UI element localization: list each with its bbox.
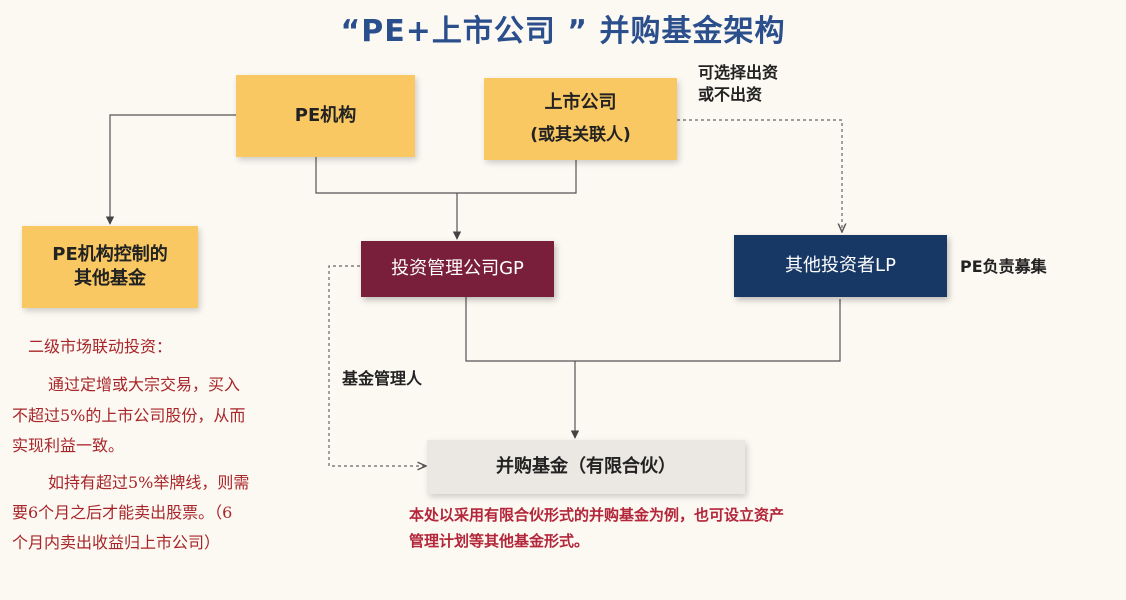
pe-to-other-fund-line bbox=[105, 114, 236, 225]
pe-other-fund-box: PE机构控制的 其他基金 bbox=[22, 226, 198, 308]
fund-form-note: 本处以采用有限合伙形式的并购基金为例，也可设立资产 管理计划等其他基金形式。 bbox=[409, 503, 849, 554]
diagram-title: “PE+上市公司 ” 并购基金架构 bbox=[340, 14, 786, 49]
optional-contribution-note: 可选择出资 或不出资 bbox=[698, 62, 778, 105]
secondary-market-para2-line2: 要6个月之后才能卖出股票。（6 bbox=[12, 502, 233, 522]
secondary-market-para1-line1: 通过定增或大宗交易，买入 bbox=[48, 375, 241, 395]
pe-other-fund-label2: 其他基金 bbox=[74, 268, 146, 289]
optional-contribution-line1: 可选择出资 bbox=[698, 63, 779, 82]
optional-contribution-line2: 或不出资 bbox=[698, 84, 763, 104]
gp-box: 投资管理公司GP bbox=[361, 241, 554, 297]
lp-label: 其他投资者LP bbox=[785, 254, 896, 276]
listed-company-sublabel: (或其关联人) bbox=[530, 124, 631, 145]
fund-form-note-line2: 管理计划等其他基金形式。 bbox=[409, 531, 590, 550]
lp-box: 其他投资者LP bbox=[734, 235, 947, 297]
listed-company-box: 上市公司 (或其关联人) bbox=[484, 78, 677, 160]
pe-other-fund-label1: PE机构控制的 bbox=[52, 243, 168, 265]
secondary-market-para2-line3: 个月内卖出收益归上市公司） bbox=[12, 533, 221, 553]
fund-form-note-line1: 本处以采用有限合伙形式的并购基金为例，也可设立资产 bbox=[409, 506, 785, 524]
ma-fund-box: 并购基金（有限合伙） bbox=[427, 440, 745, 494]
pe-institution-label: PE机构 bbox=[294, 104, 357, 126]
listed-to-lp-dashed-line bbox=[677, 119, 842, 232]
secondary-market-text: 二级市场联动投资： 通过定增或大宗交易，买入 不超过5%的上市公司股份，从而 实… bbox=[12, 332, 312, 559]
pe-to-gp-line bbox=[315, 157, 577, 194]
gp-label: 投资管理公司GP bbox=[391, 257, 524, 279]
secondary-market-heading: 二级市场联动投资： bbox=[28, 337, 173, 356]
secondary-market-para1-line2: 不超过5%的上市公司股份，从而 bbox=[12, 405, 246, 425]
secondary-market-para1-line3: 实现利益一致。 bbox=[12, 436, 125, 456]
pe-raise-note: PE负责募集 bbox=[960, 257, 1047, 276]
listed-company-label: 上市公司 bbox=[544, 92, 617, 114]
fund-manager-note: 基金管理人 bbox=[342, 369, 423, 388]
secondary-market-para2-line1: 如持有超过5%举牌线，则需 bbox=[48, 472, 250, 492]
gp-lp-to-fund-line bbox=[465, 297, 841, 362]
ma-fund-label: 并购基金（有限合伙） bbox=[496, 455, 676, 477]
pe-institution-box: PE机构 bbox=[236, 75, 415, 157]
